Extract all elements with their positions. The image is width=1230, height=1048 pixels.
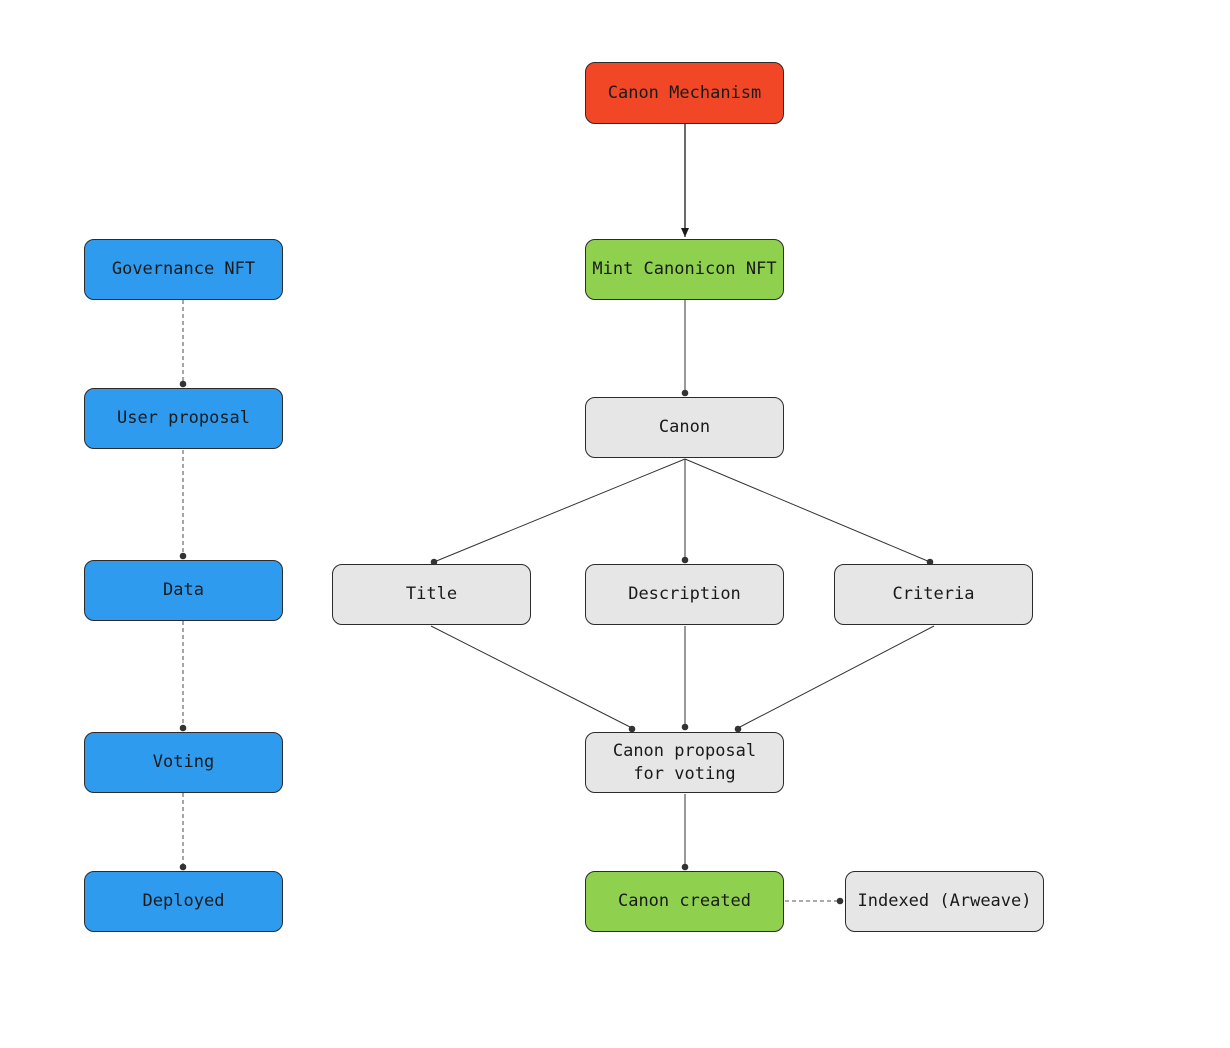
connector-canon-to-title xyxy=(433,458,686,563)
connector-dot xyxy=(734,725,742,733)
canon-proposal-node: Canon proposal for voting xyxy=(585,732,784,793)
connector-dot xyxy=(681,863,689,871)
connector-dot xyxy=(430,558,438,566)
voting-node: Voting xyxy=(84,732,283,793)
connector-dot xyxy=(926,558,934,566)
connector-canon-to-criteria xyxy=(684,458,931,563)
connector-dot xyxy=(179,380,187,388)
canon-mechanism-node: Canon Mechanism xyxy=(585,62,784,124)
connector-dot xyxy=(179,552,187,560)
description-node: Description xyxy=(585,564,784,625)
connector-dot xyxy=(681,556,689,564)
user-proposal-node: User proposal xyxy=(84,388,283,449)
connector-dot xyxy=(628,725,636,733)
connector-title-to-proposal xyxy=(430,625,633,729)
connector-dot xyxy=(681,389,689,397)
mint-canonicon-nft-node: Mint Canonicon NFT xyxy=(585,239,784,300)
data-node: Data xyxy=(84,560,283,621)
criteria-node: Criteria xyxy=(834,564,1033,625)
governance-nft-node: Governance NFT xyxy=(84,239,283,300)
connector-criteria-to-proposal xyxy=(737,625,935,729)
connector-dot xyxy=(179,724,187,732)
connector-dot xyxy=(179,863,187,871)
canon-created-node: Canon created xyxy=(585,871,784,932)
connector-dot xyxy=(836,897,844,905)
canon-node: Canon xyxy=(585,397,784,458)
title-node: Title xyxy=(332,564,531,625)
deployed-node: Deployed xyxy=(84,871,283,932)
connector-dot xyxy=(681,723,689,731)
indexed-arweave-node: Indexed (Arweave) xyxy=(845,871,1044,932)
